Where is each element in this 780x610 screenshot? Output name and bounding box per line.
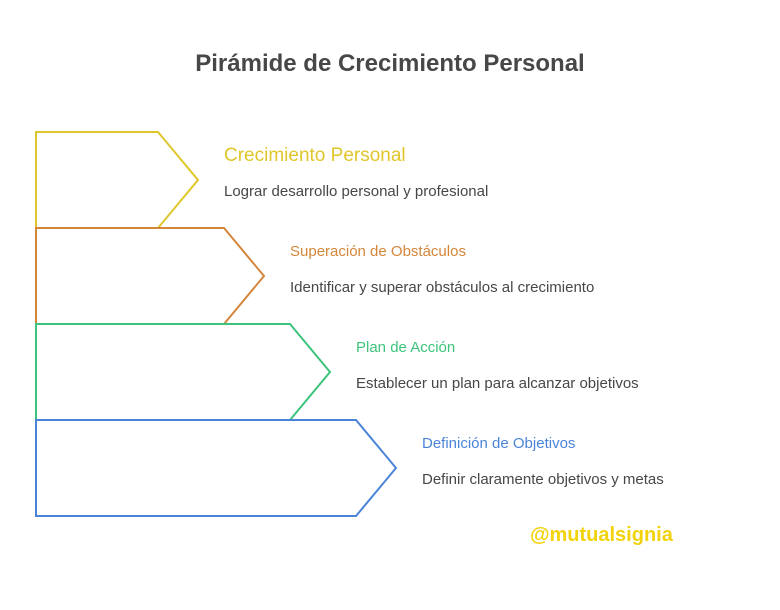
- step-shape-plan-de-accion: [35, 323, 332, 421]
- step-title-superacion-de-obstaculos: Superación de Obstáculos: [290, 243, 466, 260]
- step-shape-definicion-de-objetivos: [35, 419, 398, 517]
- step-title-crecimiento-personal: Crecimiento Personal: [224, 145, 406, 166]
- step-description-crecimiento-personal: Lograr desarrollo personal y profesional: [224, 183, 489, 200]
- step-shape-crecimiento-personal: [35, 131, 200, 229]
- step-shape-superacion-de-obstaculos: [35, 227, 266, 325]
- step-description-definicion-de-objetivos: Definir claramente objetivos y metas: [422, 471, 664, 488]
- step-title-definicion-de-objetivos: Definición de Objetivos: [422, 435, 576, 452]
- watermark-handle: @mutualsignia: [530, 524, 673, 546]
- step-description-plan-de-accion: Establecer un plan para alcanzar objetiv…: [356, 375, 639, 392]
- step-description-superacion-de-obstaculos: Identificar y superar obstáculos al crec…: [290, 279, 595, 296]
- step-title-plan-de-accion: Plan de Acción: [356, 339, 456, 356]
- diagram-title: Pirámide de Crecimiento Personal: [195, 50, 585, 77]
